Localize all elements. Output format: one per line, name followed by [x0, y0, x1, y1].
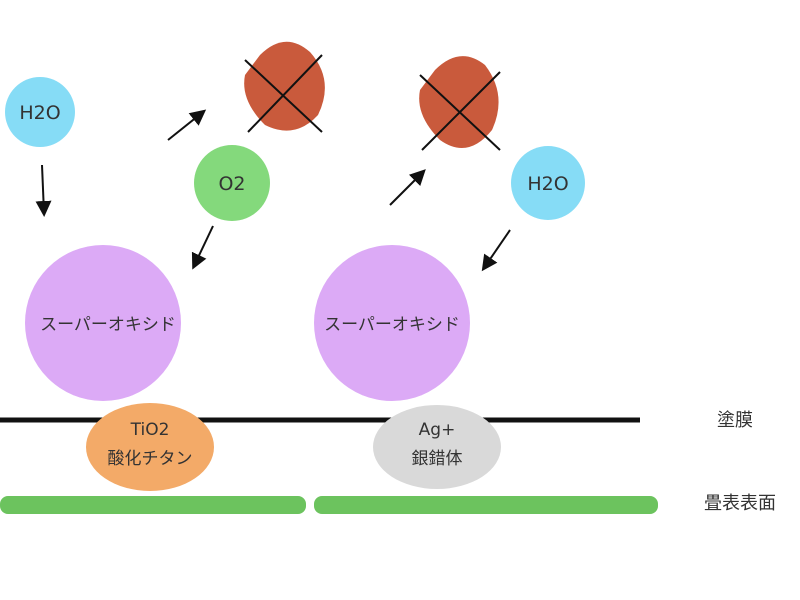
svg-text:スーパーオキシド: スーパーオキシド	[40, 315, 176, 335]
coating-label: 塗膜	[717, 409, 753, 431]
water-molecule-right: H2O	[511, 146, 585, 220]
svg-text:銀錯体: 銀錯体	[412, 449, 463, 469]
svg-text:酸化チタン: 酸化チタン	[108, 449, 193, 469]
svg-text:TiO2: TiO2	[130, 420, 170, 440]
bacteria-right	[419, 56, 501, 151]
bacteria-left	[244, 41, 325, 133]
svg-text:H2O: H2O	[527, 173, 568, 195]
svg-text:Ag+: Ag+	[419, 420, 456, 440]
reaction-arrows	[35, 109, 511, 272]
arrow-to-bacteria-right	[389, 169, 426, 206]
superoxide-left: スーパーオキシド	[25, 245, 181, 401]
svg-text:O2: O2	[218, 173, 245, 195]
arrow-water-to-superoxide-right	[481, 229, 511, 272]
water-molecule-left: H2O	[5, 77, 75, 147]
svg-text:スーパーオキシド: スーパーオキシド	[324, 315, 460, 335]
superoxide-right: スーパーオキシド	[314, 245, 470, 401]
arrow-to-bacteria-left	[167, 109, 207, 141]
arrow-oxygen-to-superoxide	[191, 225, 214, 270]
oxygen-molecule: O2	[194, 145, 270, 221]
svg-text:H2O: H2O	[19, 102, 60, 124]
titanium-oxide: TiO2 酸化チタン	[86, 403, 214, 491]
tatami-surface	[0, 496, 658, 514]
surface-label: 畳表表面	[704, 493, 776, 514]
silver-complex: Ag+ 銀錯体	[373, 405, 501, 489]
arrow-water-to-superoxide-left	[35, 164, 52, 217]
